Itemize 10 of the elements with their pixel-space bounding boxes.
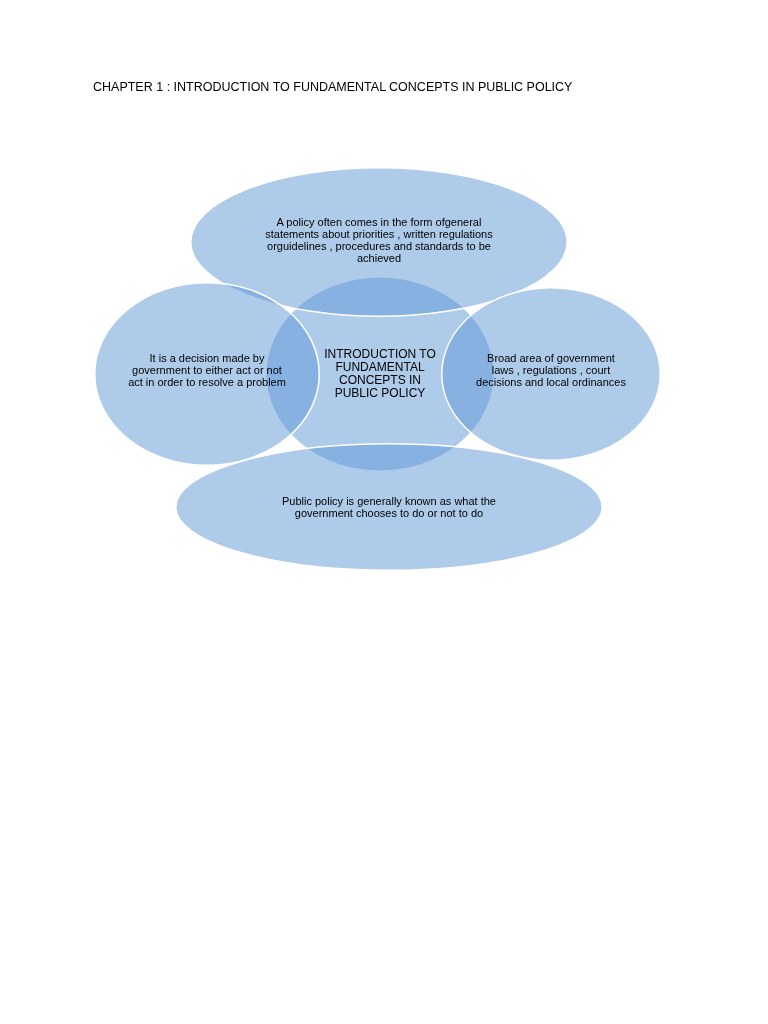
ellipse-node bbox=[441, 287, 661, 461]
node-text: Public policy is generally known as what the government chooses to do or not to do bbox=[281, 494, 497, 520]
node-text: A policy often comes in the form ofgeneral statements about priorities , written regulations orguidelines , procedures and standards to be achieved bbox=[264, 215, 494, 265]
ellipse-node bbox=[190, 167, 568, 317]
node-text: It is a decision made by government to either act or not act in order to resolve a problem bbox=[127, 351, 287, 389]
node-text: Broad area of government laws , regulations , court decisions and local ordinances bbox=[476, 351, 626, 389]
ellipse-node bbox=[94, 282, 320, 466]
title: CHAPTER 1 : INTRODUCTION TO FUNDAMENTAL CONCEPTS IN PUBLIC POLICY bbox=[93, 79, 573, 96]
node-text: INTRODUCTION TO FUNDAMENTAL CONCEPTS IN PUBLIC POLICY bbox=[323, 347, 437, 401]
ellipse-node bbox=[175, 443, 603, 571]
